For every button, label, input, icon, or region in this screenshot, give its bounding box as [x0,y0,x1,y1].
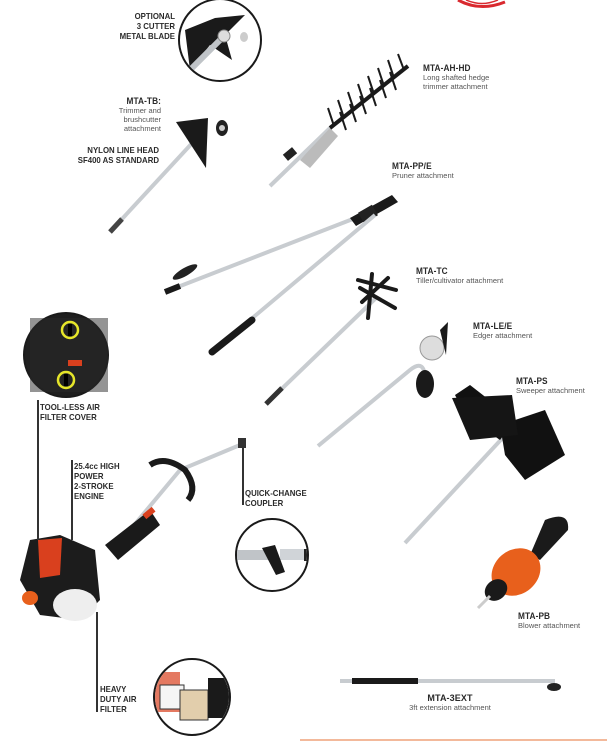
attachment-code: MTA-TB: [126,96,161,106]
attachment-code: MTA-PB [518,611,551,621]
attachment-code: MTA-PP/E [392,161,432,171]
attachment-description: Edger attachment [473,331,533,340]
attachment-description: Pruner attachment [392,171,454,180]
tiller-attachment [264,272,398,406]
label-mta-tc: MTA-TC Tiller/cultivator attachment [416,266,503,285]
attachment-code: MTA-AH-HD [423,63,471,73]
leader-line [37,400,39,540]
attachment-description: 3ft extension attachment [409,703,491,712]
edger-attachment [316,322,448,448]
attachment-description: Tiller/cultivator attachment [416,276,504,285]
label-mta-le-e: MTA-LE/E Edger attachment [473,321,532,340]
air-filter-cover-inset [23,312,109,398]
extension-attachment [340,678,561,691]
callout-metal-blade: OPTIONAL 3 CUTTER METAL BLADE [119,11,175,41]
trimmer-attachment [108,118,228,234]
leader-line [71,460,73,540]
attachment-description: Sweeper attachment [516,386,585,395]
leader-line [242,445,244,505]
attachment-code: MTA-3EXT [427,693,473,703]
label-mta-tb: MTA-TB: Trimmer and brushcutter attachme… [61,96,161,133]
brand-logo-icon [457,0,506,8]
label-mta-pb: MTA-PB Blower attachment [518,611,580,630]
attachment-description: Trimmer and brushcutter attachment [118,106,161,133]
attachment-code: MTA-LE/E [473,321,513,331]
label-mta-ah-hd: MTA-AH-HD Long shafted hedge trimmer att… [423,63,489,91]
power-head [20,438,246,621]
attachment-code: MTA-TC [416,266,448,276]
callout-coupler: QUICK-CHANGE COUPLER [245,488,307,508]
callout-heavy-filter: HEAVY DUTY AIR FILTER [100,684,137,714]
label-mta-3ext: MTA-3EXT 3ft extension attachment [370,693,530,712]
attachment-code: MTA-PS [516,376,548,386]
callout-air-filter-cover: TOOL-LESS AIR FILTER COVER [40,402,100,422]
pruner-pole [208,213,377,356]
callout-nylon-head: NYLON LINE HEAD SF400 AS STANDARD [77,145,159,165]
heavy-duty-filter-inset [153,658,231,736]
blower-attachment [476,516,569,610]
attachment-description: Blower attachment [518,621,581,630]
metal-blade-inset [178,0,262,82]
attachment-description: Long shafted hedge trimmer attachment [423,73,490,91]
callout-engine: 25.4cc HIGH POWER 2-STROKE ENGINE [74,461,120,501]
leader-line [96,612,98,712]
sweeper-attachment [403,385,565,545]
label-mta-pp-e: MTA-PP/E Pruner attachment [392,161,454,180]
pruner-attachment [163,195,398,295]
hedge-trimmer-attachment [268,53,410,188]
label-mta-ps: MTA-PS Sweeper attachment [516,376,585,395]
quick-change-coupler-inset [235,518,309,592]
